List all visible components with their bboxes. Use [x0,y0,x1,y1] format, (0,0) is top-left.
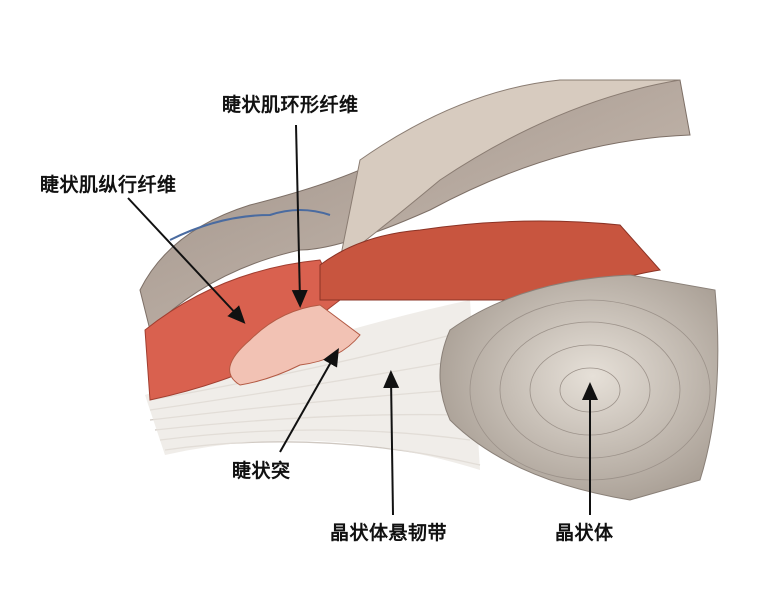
label-lens: 晶状体 [555,522,614,544]
arrow-longitudinal-fibers [127,197,246,324]
vessels [169,209,331,241]
arrow-ciliary-process [279,348,339,453]
cornea [339,79,681,262]
label-zonule: 晶状体悬韧带 [330,522,448,544]
label-circular-fibers: 睫状肌环形纤维 [222,94,359,116]
label-ciliary-process: 睫状突 [232,460,291,482]
zonule-band [145,300,480,470]
lens [439,274,719,501]
sclera [139,79,691,331]
arrow-circular-fibers [291,124,308,308]
label-longitudinal-fibers: 睫状肌纵行纤维 [40,174,177,196]
arrow-zonule [383,370,400,516]
